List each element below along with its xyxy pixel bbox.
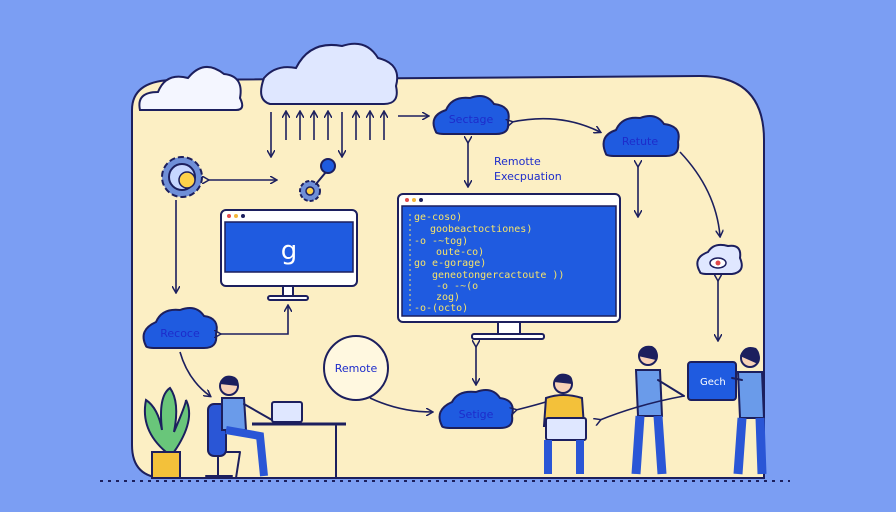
remote-execution-line1: Remotte xyxy=(494,155,541,168)
standing-person xyxy=(631,345,685,475)
code-line: goobeactoctiones) xyxy=(430,224,532,235)
code-monitor: ge-coso) goobeactoctiones) -o -~tog) out… xyxy=(397,193,621,340)
cloud-icon xyxy=(138,66,244,111)
remote-circle[interactable]: Remote xyxy=(323,335,389,401)
gear-icon xyxy=(299,158,336,202)
code-line: -o -~(o xyxy=(436,281,478,292)
arrow-left-to-monitor xyxy=(220,306,288,334)
node-bottom-center-label: Setige xyxy=(459,408,494,421)
code-line: go e-gorage) xyxy=(414,258,486,269)
person-with-laptop xyxy=(539,373,589,479)
code-line: oute-co) xyxy=(436,247,484,258)
person-at-desk xyxy=(205,375,346,479)
node-bottom-center[interactable]: Setige xyxy=(438,389,514,429)
node-left-mid-label: Recoce xyxy=(160,327,200,340)
remote-execution-line2: Execpuation xyxy=(494,170,562,183)
gear-icon xyxy=(161,156,203,198)
arrow-remote-to-bottom xyxy=(369,397,432,412)
code-lines: ge-coso) goobeactoctiones) -o -~tog) out… xyxy=(414,212,564,314)
person-with-tablet xyxy=(731,347,767,475)
arrow-right-to-node xyxy=(679,151,720,236)
cloud-icon xyxy=(260,42,399,105)
node-top-center[interactable]: Sectage xyxy=(432,95,510,135)
code-line: -o -~tog) xyxy=(414,236,468,247)
node-top-right-label: Retute xyxy=(622,135,659,148)
remote-circle-label: Remote xyxy=(335,362,378,375)
arrow-tablet-to-laptop xyxy=(600,395,685,420)
eye-icon xyxy=(696,243,743,275)
left-monitor-glyph: g xyxy=(281,236,298,266)
code-line: zog) xyxy=(436,292,460,303)
arrow-left-to-person xyxy=(179,351,210,396)
code-line: geneotongercactoute )) xyxy=(432,270,564,281)
arrow-top-to-right xyxy=(512,117,600,132)
left-monitor: g xyxy=(220,209,358,301)
tablet-label: Gech xyxy=(700,377,726,388)
code-line: ge-coso) xyxy=(414,212,462,223)
plant-icon xyxy=(144,386,190,479)
cloud-transfer-arrows xyxy=(271,112,384,156)
node-top-center-label: Sectage xyxy=(449,113,494,126)
code-line: -o-(octo) xyxy=(414,303,468,314)
node-left-mid[interactable]: Recoce xyxy=(142,307,218,349)
node-top-right[interactable]: Retute xyxy=(602,115,680,157)
tablet[interactable]: Gech xyxy=(687,361,737,401)
